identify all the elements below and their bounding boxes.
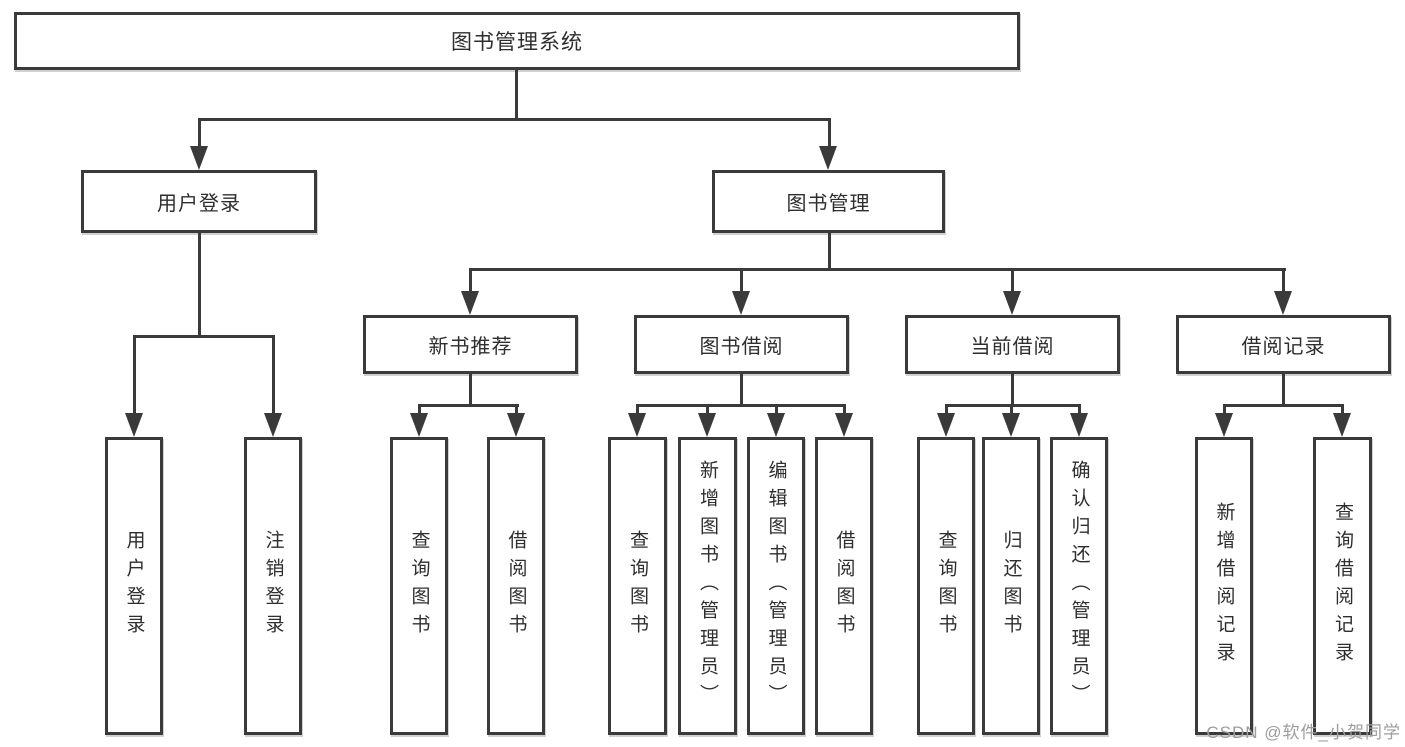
connector-line bbox=[636, 404, 639, 416]
connector-line bbox=[198, 233, 201, 337]
arrow-down-icon bbox=[461, 291, 479, 315]
connector-line bbox=[1282, 374, 1285, 407]
connector-line bbox=[469, 268, 1286, 271]
leaf-confirm-return-admin-label: 确认归还（管理员） bbox=[1068, 460, 1090, 712]
node-root: 图书管理系统 bbox=[14, 12, 1020, 70]
node-current-borrow-label: 当前借阅 bbox=[970, 336, 1055, 358]
arrow-down-icon bbox=[628, 413, 646, 437]
connector-line bbox=[198, 118, 831, 121]
leaf-user-login-label: 用户登录 bbox=[123, 530, 145, 642]
connector-line bbox=[1341, 404, 1344, 416]
leaf-user-login: 用户登录 bbox=[105, 437, 163, 735]
leaf-confirm-return-admin: 确认归还（管理员） bbox=[1050, 437, 1108, 735]
connector-line bbox=[1223, 404, 1344, 407]
connector-line bbox=[1010, 404, 1013, 416]
leaf-query-books-borrow-label: 查询图书 bbox=[627, 530, 648, 642]
connector-line bbox=[1011, 374, 1014, 407]
arrow-down-icon bbox=[732, 291, 750, 315]
arrow-down-icon bbox=[410, 413, 428, 437]
node-root-label: 图书管理系统 bbox=[451, 31, 583, 54]
arrow-down-icon bbox=[819, 146, 837, 170]
arrow-down-icon bbox=[1002, 413, 1020, 437]
connector-line bbox=[1078, 404, 1081, 416]
leaf-query-borrow-record-label: 查询借阅记录 bbox=[1332, 502, 1353, 670]
leaf-logout: 注销登录 bbox=[244, 437, 302, 735]
node-borrow-records-label: 借阅记录 bbox=[1241, 336, 1326, 358]
connector-line bbox=[945, 404, 948, 416]
leaf-borrow-books-borrow: 借阅图书 bbox=[815, 437, 873, 735]
connector-line bbox=[828, 118, 831, 148]
leaf-add-borrow-record-label: 新增借阅记录 bbox=[1213, 502, 1235, 670]
connector-line bbox=[843, 404, 846, 416]
connector-line bbox=[418, 404, 421, 416]
arrow-down-icon bbox=[698, 413, 716, 437]
node-user-login: 用户登录 bbox=[81, 170, 317, 233]
node-book-management: 图书管理 bbox=[712, 170, 945, 233]
leaf-return-books-label: 归还图书 bbox=[1000, 530, 1022, 642]
connector-line bbox=[740, 374, 743, 407]
leaf-edit-book-admin: 编辑图书（管理员） bbox=[747, 437, 805, 735]
leaf-add-borrow-record: 新增借阅记录 bbox=[1195, 437, 1253, 735]
leaf-query-books-borrow: 查询图书 bbox=[608, 437, 667, 735]
connector-line bbox=[515, 70, 518, 120]
connector-line bbox=[418, 404, 519, 407]
arrow-down-icon bbox=[1070, 413, 1088, 437]
node-new-book-recommend: 新书推荐 bbox=[363, 315, 578, 374]
node-user-login-label: 用户登录 bbox=[157, 193, 241, 215]
connector-line bbox=[133, 335, 275, 338]
arrow-down-icon bbox=[937, 413, 955, 437]
node-book-management-label: 图书管理 bbox=[786, 193, 871, 215]
connector-line bbox=[636, 404, 846, 407]
leaf-query-books-recommend-label: 查询图书 bbox=[408, 530, 430, 642]
leaf-logout-label: 注销登录 bbox=[262, 530, 284, 642]
connector-line bbox=[133, 335, 136, 415]
arrow-down-icon bbox=[507, 413, 525, 437]
leaf-borrow-books-recommend-label: 借阅图书 bbox=[505, 530, 527, 642]
arrow-down-icon bbox=[1003, 291, 1021, 315]
node-book-borrow: 图书借阅 bbox=[634, 315, 849, 374]
leaf-query-books-current-label: 查询图书 bbox=[935, 530, 957, 642]
leaf-add-book-admin-label: 新增图书（管理员） bbox=[697, 460, 718, 712]
node-new-book-recommend-label: 新书推荐 bbox=[428, 336, 513, 358]
leaf-return-books: 归还图书 bbox=[982, 437, 1040, 735]
csdn-watermark: CSDN @软件_小贺同学 bbox=[1206, 723, 1401, 742]
connector-line bbox=[515, 404, 518, 416]
arrow-down-icon bbox=[1215, 413, 1233, 437]
connector-line bbox=[828, 233, 831, 270]
connector-line bbox=[1223, 404, 1226, 416]
arrow-down-icon bbox=[1274, 291, 1292, 315]
arrow-down-icon bbox=[767, 413, 785, 437]
arrow-down-icon bbox=[1333, 413, 1351, 437]
connector-line bbox=[706, 404, 709, 416]
leaf-edit-book-admin-label: 编辑图书（管理员） bbox=[765, 460, 787, 712]
leaf-query-books-recommend: 查询图书 bbox=[390, 437, 448, 735]
connector-line bbox=[469, 268, 472, 292]
leaf-add-book-admin: 新增图书（管理员） bbox=[678, 437, 737, 735]
leaf-borrow-books-borrow-label: 借阅图书 bbox=[833, 530, 855, 642]
node-current-borrow: 当前借阅 bbox=[905, 315, 1120, 374]
connector-line bbox=[1282, 268, 1285, 292]
connector-line bbox=[775, 404, 778, 416]
connector-line bbox=[469, 374, 472, 407]
leaf-borrow-books-recommend: 借阅图书 bbox=[487, 437, 545, 735]
connector-line bbox=[1011, 268, 1014, 292]
node-borrow-records: 借阅记录 bbox=[1176, 315, 1391, 374]
arrow-down-icon bbox=[190, 146, 208, 170]
arrow-down-icon bbox=[264, 413, 282, 437]
leaf-query-borrow-record: 查询借阅记录 bbox=[1313, 437, 1372, 735]
arrow-down-icon bbox=[125, 413, 143, 437]
node-book-borrow-label: 图书借阅 bbox=[699, 336, 784, 358]
connector-line bbox=[740, 268, 743, 292]
arrow-down-icon bbox=[835, 413, 853, 437]
connector-line bbox=[945, 404, 1081, 407]
connector-line bbox=[272, 335, 275, 415]
leaf-query-books-current: 查询图书 bbox=[917, 437, 975, 735]
connector-line bbox=[198, 118, 201, 148]
